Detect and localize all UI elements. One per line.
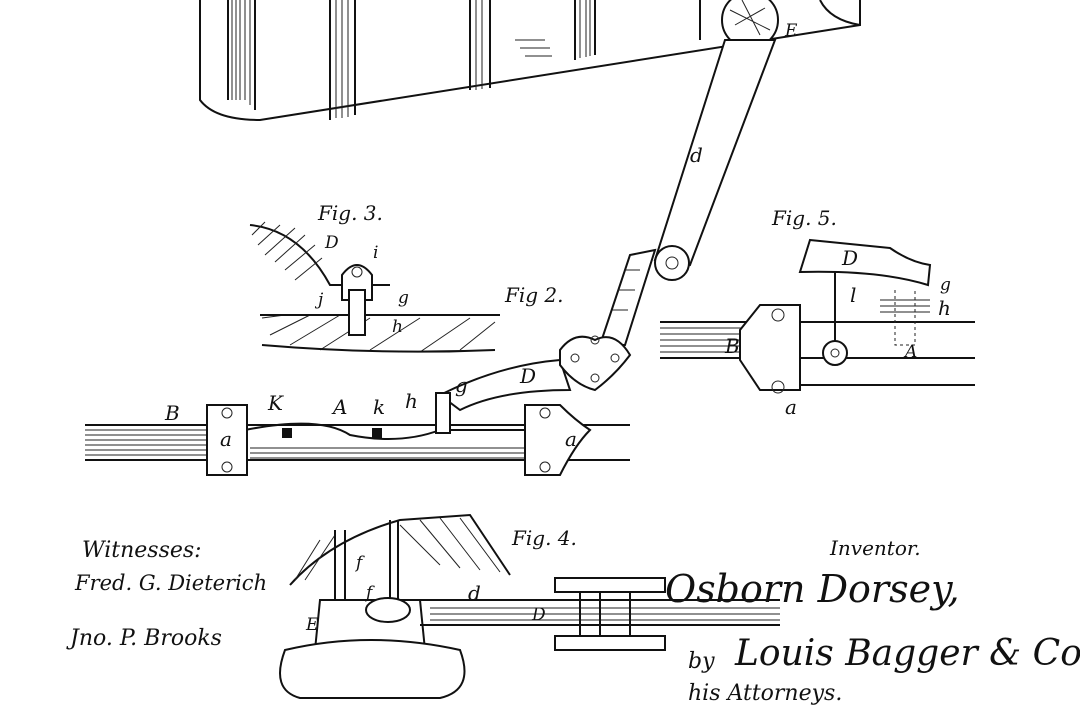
- fig4-title: Fig. 4.: [511, 526, 577, 550]
- label-i-fig3: i: [373, 243, 378, 263]
- label-g-fig5: g: [940, 275, 951, 295]
- label-E-top: E: [784, 21, 798, 41]
- label-g-fig3: g: [398, 288, 409, 308]
- witness-signature-1: Fred. G. Dieterich: [74, 571, 267, 595]
- label-f2-fig4: f: [364, 583, 375, 603]
- label-d-fig4: d: [468, 581, 481, 605]
- attorney-role: his Attorneys.: [688, 681, 842, 706]
- label-D-fig2: D: [519, 364, 536, 388]
- label-j-fig3: j: [314, 290, 324, 310]
- fig2-drawing: [85, 335, 632, 476]
- label-B-fig2: B: [164, 401, 180, 425]
- label-f1-fig4: f: [354, 553, 365, 573]
- label-A-fig5: A: [903, 342, 917, 362]
- label-E-fig4: E: [305, 615, 319, 635]
- label-D-fig4: D: [531, 605, 546, 625]
- label-B-fig5: B: [724, 334, 740, 358]
- attorney-signature: Louis Bagger & Co.: [734, 633, 1080, 674]
- label-h-fig5: h: [938, 296, 951, 320]
- witness-signature-2: Jno. P. Brooks: [66, 626, 222, 651]
- label-a-left-fig2: a: [220, 427, 232, 451]
- inventor-signature: Osborn Dorsey,: [665, 567, 960, 611]
- label-h-fig3: h: [392, 317, 403, 337]
- label-d-top: d: [690, 143, 703, 167]
- fig3-drawing: [249, 221, 500, 353]
- label-a-fig5: a: [785, 395, 797, 419]
- link-rod-d: [598, 0, 779, 346]
- label-D-fig3: D: [324, 233, 339, 253]
- top-furniture-fragment: [199, 0, 861, 122]
- by-label: by: [688, 649, 715, 674]
- label-a-right-fig2: a: [565, 427, 577, 451]
- fig5-drawing: [660, 238, 975, 394]
- inventor-heading: Inventor.: [829, 536, 921, 560]
- label-D-fig5: D: [841, 246, 858, 270]
- label-h-fig2: h: [405, 389, 418, 413]
- fig5-title: Fig. 5.: [771, 206, 837, 230]
- label-k-fig2: k: [373, 395, 385, 419]
- label-K-fig2: K: [267, 391, 284, 415]
- fig2-title: Fig 2.: [504, 283, 564, 307]
- fig4-drawing: [279, 513, 780, 699]
- witnesses-heading: Witnesses:: [82, 538, 202, 563]
- label-l-fig5: l: [850, 283, 856, 307]
- label-A-fig2: A: [331, 395, 347, 419]
- label-g-fig2: g: [455, 373, 468, 397]
- fig3-title: Fig. 3.: [317, 201, 383, 225]
